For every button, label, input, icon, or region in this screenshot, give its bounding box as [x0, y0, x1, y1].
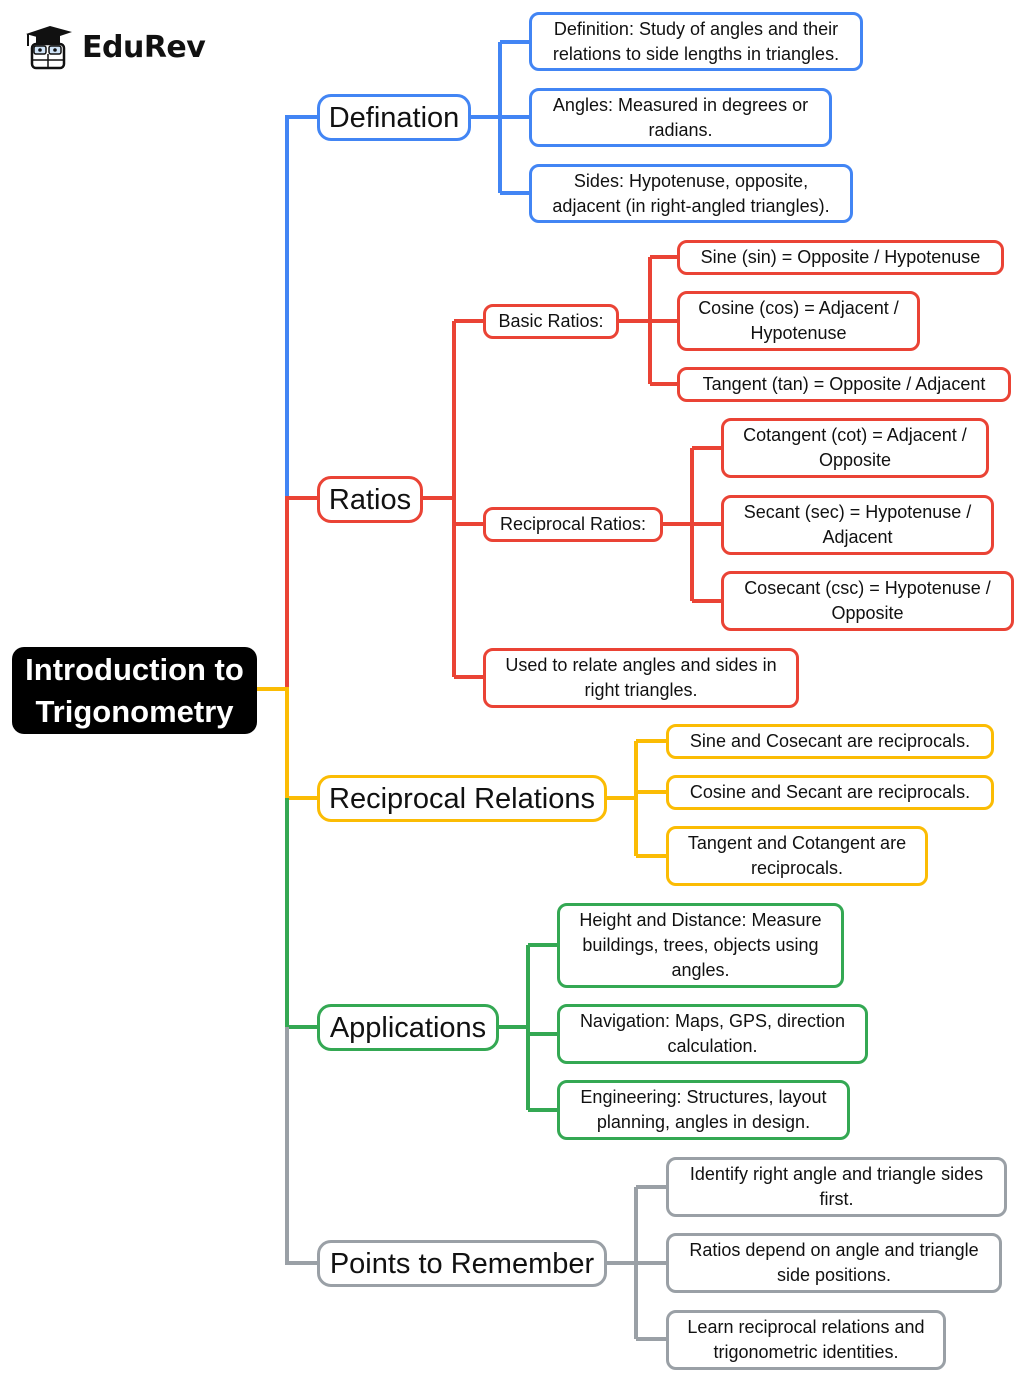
definition-item[interactable]: Definition: Study of angles and their re… — [529, 12, 863, 71]
connector-root — [256, 687, 318, 800]
connector-definition — [285, 115, 318, 498]
reciprocal-ratios-node[interactable]: Reciprocal Ratios: — [483, 507, 663, 542]
connector-reciprocal-children — [662, 446, 722, 603]
basic-ratios-node[interactable]: Basic Ratios: — [483, 304, 619, 339]
root-label-line1: Introduction to — [25, 651, 244, 687]
connector-reciprocal-relations-children — [606, 739, 667, 858]
connector-points — [285, 1027, 318, 1265]
basic-ratio-item[interactable]: Cosine (cos) = Adjacent / Hypotenuse — [677, 291, 920, 351]
brand-logo[interactable]: EduRev — [22, 24, 206, 70]
reciprocal-ratio-item[interactable]: Secant (sec) = Hypotenuse / Adjacent — [721, 495, 994, 555]
application-item[interactable]: Height and Distance: Measure buildings, … — [557, 903, 844, 988]
connector-ratios-children — [422, 319, 484, 679]
basic-ratio-item[interactable]: Tangent (tan) = Opposite / Adjacent — [677, 367, 1011, 402]
branch-definition[interactable]: Defination — [317, 94, 471, 141]
branch-ratios[interactable]: Ratios — [317, 476, 423, 523]
graduate-mascot-icon — [26, 26, 72, 70]
connector-ratios — [285, 496, 318, 689]
definition-item[interactable]: Angles: Measured in degrees or radians. — [529, 88, 832, 147]
point-item[interactable]: Ratios depend on angle and triangle side… — [666, 1233, 1002, 1293]
root-node[interactable]: Introduction to Trigonometry — [12, 647, 257, 734]
root-label-line2: Trigonometry — [35, 693, 234, 729]
connector-applications-children — [498, 943, 558, 1112]
reciprocal-relation-item[interactable]: Cosine and Secant are reciprocals. — [666, 775, 994, 810]
definition-item[interactable]: Sides: Hypotenuse, opposite, adjacent (i… — [529, 164, 853, 223]
connector-points-children — [606, 1185, 667, 1341]
reciprocal-relation-item[interactable]: Sine and Cosecant are reciprocals. — [666, 724, 994, 759]
application-item[interactable]: Engineering: Structures, layout planning… — [557, 1080, 850, 1140]
branch-applications[interactable]: Applications — [317, 1004, 499, 1051]
connector-basic-children — [618, 255, 678, 386]
reciprocal-ratio-item[interactable]: Cosecant (csc) = Hypotenuse / Opposite — [721, 571, 1014, 631]
branch-reciprocal-relations[interactable]: Reciprocal Relations — [317, 775, 607, 822]
connector-applications — [285, 798, 318, 1029]
point-item[interactable]: Identify right angle and triangle sides … — [666, 1157, 1007, 1217]
ratios-note[interactable]: Used to relate angles and sides in right… — [483, 648, 799, 708]
reciprocal-relation-item[interactable]: Tangent and Cotangent are reciprocals. — [666, 826, 928, 886]
brand-name: EduRev — [82, 29, 206, 65]
application-item[interactable]: Navigation: Maps, GPS, direction calcula… — [557, 1004, 868, 1064]
basic-ratio-item[interactable]: Sine (sin) = Opposite / Hypotenuse — [677, 240, 1004, 275]
connector-definition-children — [470, 40, 530, 195]
point-item[interactable]: Learn reciprocal relations and trigonome… — [666, 1310, 946, 1370]
reciprocal-ratio-item[interactable]: Cotangent (cot) = Adjacent / Opposite — [721, 418, 989, 478]
branch-points-to-remember[interactable]: Points to Remember — [317, 1240, 607, 1287]
